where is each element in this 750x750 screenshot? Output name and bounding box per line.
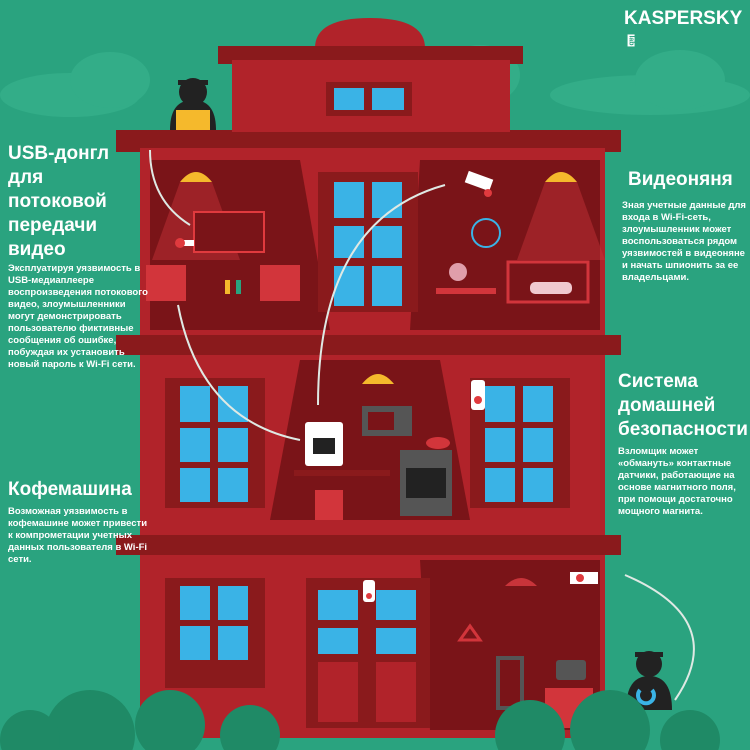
living-room: [146, 211, 300, 301]
usb-title: USB-донгл для потоковой передачи видео: [8, 143, 110, 260]
attack-arrows: [149, 149, 695, 701]
logo-lab: lab: [627, 34, 635, 48]
coffee-title: Кофемашина: [8, 479, 132, 500]
logo-text: KASPERSKY: [624, 8, 743, 29]
kitchen: [294, 380, 485, 520]
security-title: Система домашней безопасности: [618, 371, 748, 440]
coffee-body: Возможная уязвимость в кофемашине может …: [8, 506, 148, 565]
hacker-figure: [170, 78, 216, 130]
babymonitor-body: Зная учетные данные для входа в Wi-Fi-се…: [622, 200, 746, 283]
bushes: [0, 690, 720, 750]
security-body: Взломщик может «обмануть» контактные дат…: [618, 446, 736, 517]
nursery: [436, 170, 590, 304]
usb-body: Эксплуатируя уязвимость в USB-медиаплеер…: [8, 263, 148, 370]
babymonitor-title: Видеоняня: [628, 169, 733, 190]
windows: [165, 82, 570, 728]
kaspersky-logo: KASPERSKY lab: [624, 8, 743, 48]
